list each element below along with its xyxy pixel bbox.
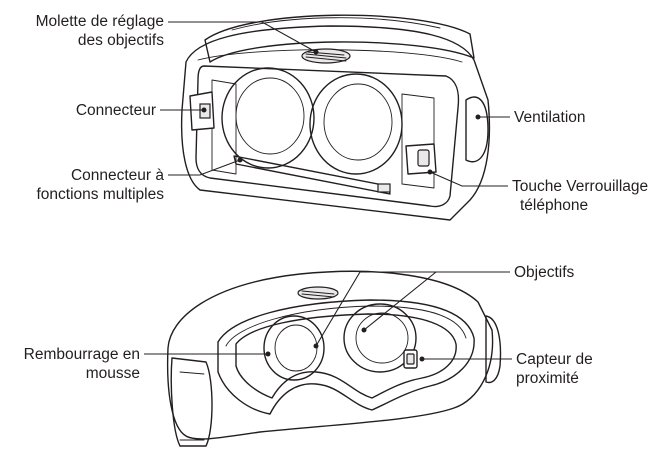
leader-multi-connector-dot (237, 157, 243, 163)
headset-top (180, 14, 491, 221)
label-lock-key-line1: Touche Verrouillage (512, 178, 649, 195)
label-lenses: Objectifs (514, 264, 575, 281)
label-proximity-line1: Capteur de (516, 351, 593, 368)
leader-dial (168, 21, 317, 53)
multi-connector-rail (233, 155, 391, 195)
bottom-strap-right (485, 315, 502, 384)
label-foam-line2: mousse (85, 365, 140, 382)
leader-foam-dot (265, 351, 271, 357)
label-focus-dial-line2: des objectifs (77, 32, 164, 49)
leader-dial-dot (313, 49, 319, 55)
holder-left-frame (211, 79, 237, 175)
label-foam-line1: Rembourrage en (23, 346, 140, 363)
headset-bottom (166, 270, 502, 447)
top-lens-left-inner (235, 77, 305, 155)
leader-lenses-right (363, 271, 437, 331)
label-multi-connector: Connecteur à fonctions multiples (4, 166, 164, 204)
label-proximity: Capteur de proximité (516, 350, 593, 388)
label-proximity-line2: proximité (516, 370, 579, 387)
label-connector: Connecteur (75, 102, 156, 119)
label-lock-key-line2: téléphone (520, 197, 589, 214)
label-multi-connector-line1: Connecteur à (70, 167, 164, 184)
leader-lock-key-dot (427, 169, 433, 175)
multi-connector-plug (377, 183, 391, 193)
label-foam: Rembourrage en mousse (4, 345, 140, 383)
top-lens-right-inner (323, 83, 393, 161)
label-ventilation: Ventilation (514, 109, 586, 126)
foam-inner (235, 313, 457, 399)
leader-proximity-dot (419, 356, 425, 362)
top-face-opening (195, 65, 460, 208)
leader-lenses-left-dot (313, 343, 319, 349)
leader-connector-dot (201, 107, 207, 113)
label-lock-key: Touche Verrouillage téléphone (512, 177, 648, 215)
ventilation-strap (465, 96, 489, 163)
leader-lenses-left (315, 271, 361, 347)
bottom-lens-right (343, 303, 417, 373)
leader-lock-key (429, 171, 508, 187)
lock-key-button (417, 149, 430, 167)
top-lens-left (221, 67, 315, 169)
leader-lenses-right-dot (361, 327, 367, 333)
foam-outer (217, 299, 475, 415)
bottom-strap-left (170, 357, 213, 447)
leader-multi-connector (168, 159, 241, 176)
bottom-lens-right-inner (355, 312, 409, 364)
proximity-sensor-window (406, 353, 415, 365)
top-shell (180, 25, 491, 221)
top-strap (204, 14, 475, 63)
leader-lines (144, 21, 512, 362)
holder-right-frame (401, 93, 435, 189)
bottom-shell (166, 270, 494, 440)
bottom-focus-dial-ridges (301, 290, 335, 298)
label-focus-dial-line1: Molette de réglage (35, 13, 164, 30)
top-strap-edge (231, 17, 441, 31)
leader-ventilation-dot (475, 114, 481, 120)
bottom-lens-left (263, 315, 325, 381)
label-focus-dial: Molette de réglage des objectifs (4, 12, 164, 50)
label-multi-connector-line2: fonctions multiples (36, 186, 164, 203)
bottom-strap-left-detail (179, 371, 205, 441)
